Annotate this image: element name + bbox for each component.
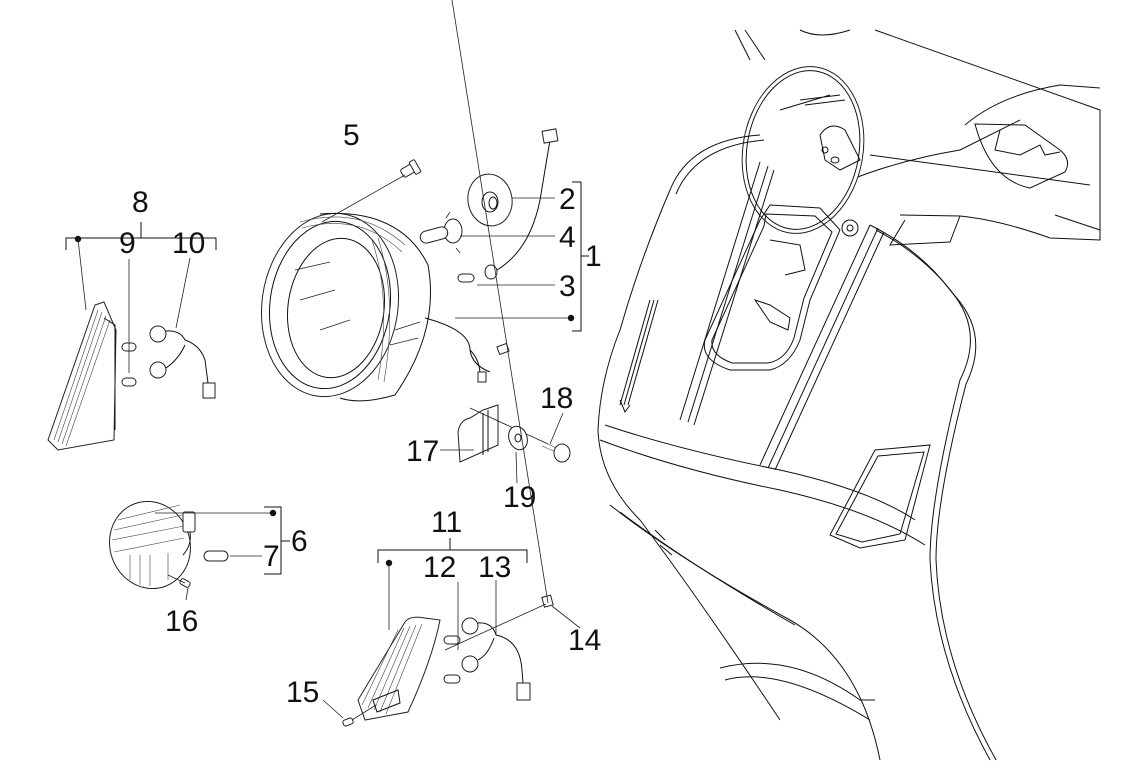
callout-label-1: 1 <box>585 240 602 273</box>
front-indicator-right <box>357 616 441 721</box>
callout-label-15: 15 <box>286 676 319 709</box>
rear-lamp <box>109 500 196 590</box>
headlight-housing <box>260 212 431 402</box>
callout-label-9: 9 <box>119 227 136 260</box>
callout-label-12: 12 <box>423 551 456 584</box>
headlight-wiring <box>424 317 510 383</box>
socket-part-10 <box>149 257 216 399</box>
bulb-part-12 <box>443 582 461 684</box>
screw-part-5 <box>321 159 422 223</box>
callout-label-6: 6 <box>291 525 308 558</box>
front-indicator-left <box>47 301 117 451</box>
position-bulb-part-3 <box>457 128 559 283</box>
callout-label-11: 11 <box>431 506 462 539</box>
callout-label-4: 4 <box>559 221 576 254</box>
screw-part-18 <box>539 412 571 463</box>
screw-part-15 <box>322 699 377 727</box>
callout-label-7: 7 <box>263 540 280 573</box>
bulb-part-7 <box>203 550 229 562</box>
callout-dot <box>269 509 277 517</box>
callout-label-14: 14 <box>568 624 601 657</box>
callout-label-2: 2 <box>559 183 576 216</box>
callout-dot <box>567 314 575 322</box>
callout-label-18: 18 <box>540 382 573 415</box>
callout-label-3: 3 <box>559 270 576 303</box>
washer-part-19 <box>508 425 528 484</box>
callout-label-16: 16 <box>165 605 198 638</box>
bulb-part-9 <box>121 259 137 387</box>
callout-label-5: 5 <box>343 119 360 152</box>
socket-part-13 <box>461 580 531 701</box>
screw-part-16 <box>167 574 191 601</box>
scooter-front-body <box>597 29 1101 761</box>
callout-label-17: 17 <box>406 435 439 468</box>
h4-bulb-part-4 <box>419 211 463 254</box>
callout-label-13: 13 <box>478 551 511 584</box>
callout-label-19: 19 <box>503 481 536 514</box>
callout-label-8: 8 <box>132 186 149 219</box>
rubber-cap-part-2 <box>467 173 513 227</box>
bracket-part-17 <box>457 404 499 463</box>
callout-label-10: 10 <box>172 227 205 260</box>
clip-part-14 <box>444 0 581 651</box>
